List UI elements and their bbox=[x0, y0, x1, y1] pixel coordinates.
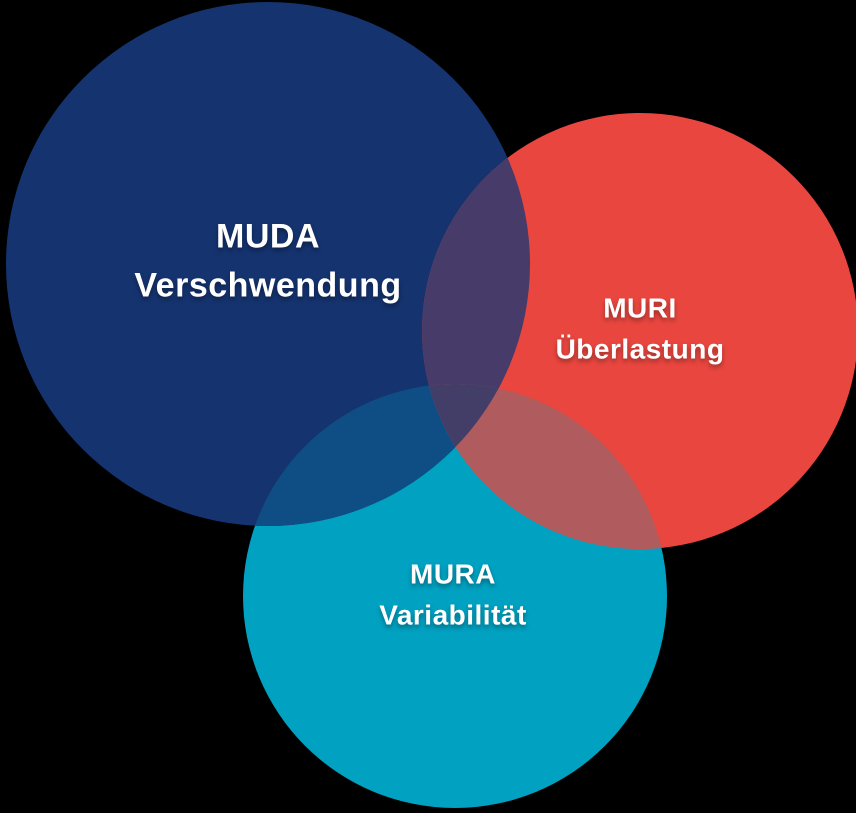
overlap-muda-mura bbox=[243, 384, 530, 526]
overlap-muri-mura bbox=[422, 384, 667, 549]
